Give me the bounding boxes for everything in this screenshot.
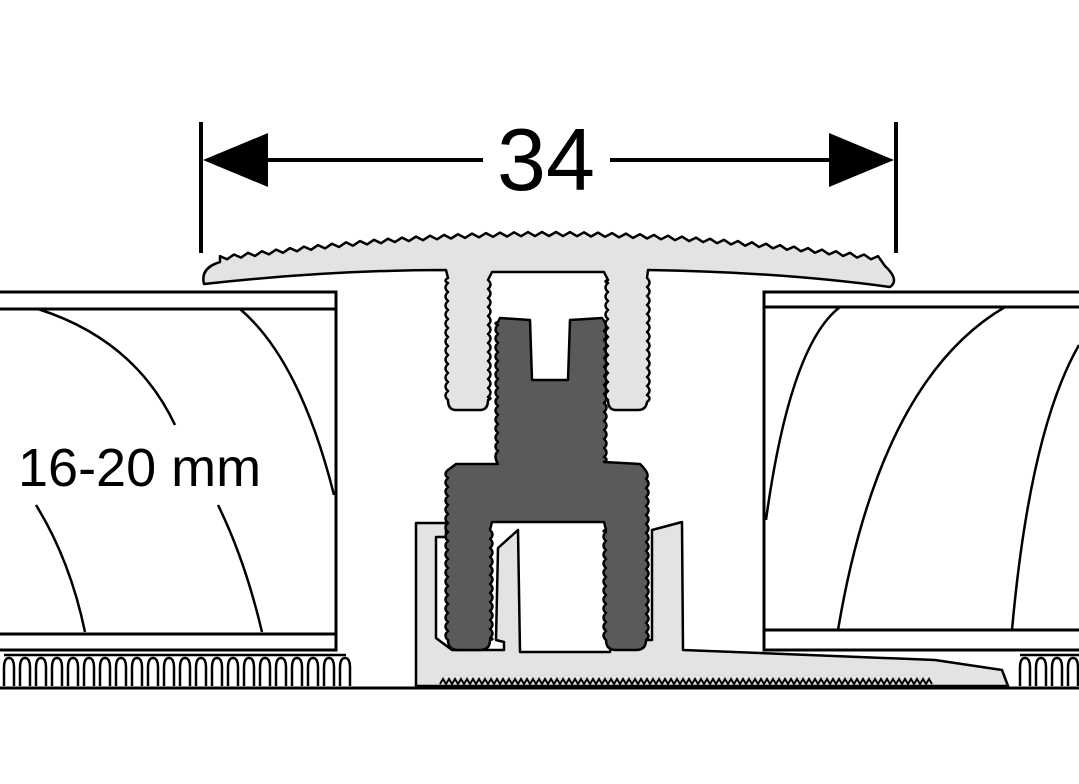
floor-thickness-label: 16-20 mm bbox=[18, 438, 261, 498]
cover-profile bbox=[202, 230, 896, 412]
width-dimension: 34 bbox=[199, 110, 898, 253]
left-underlay bbox=[2, 653, 352, 686]
dimension-arrow-left bbox=[203, 133, 268, 187]
left-floor-panel bbox=[0, 290, 352, 686]
right-floor-panel bbox=[762, 290, 1079, 686]
right-underlay bbox=[1018, 653, 1079, 686]
dimension-arrow-right bbox=[829, 133, 894, 187]
base-profile bbox=[414, 520, 1010, 688]
base-serrations bbox=[439, 677, 933, 686]
dimension-value: 34 bbox=[497, 110, 595, 209]
rubber-insert bbox=[444, 316, 650, 652]
